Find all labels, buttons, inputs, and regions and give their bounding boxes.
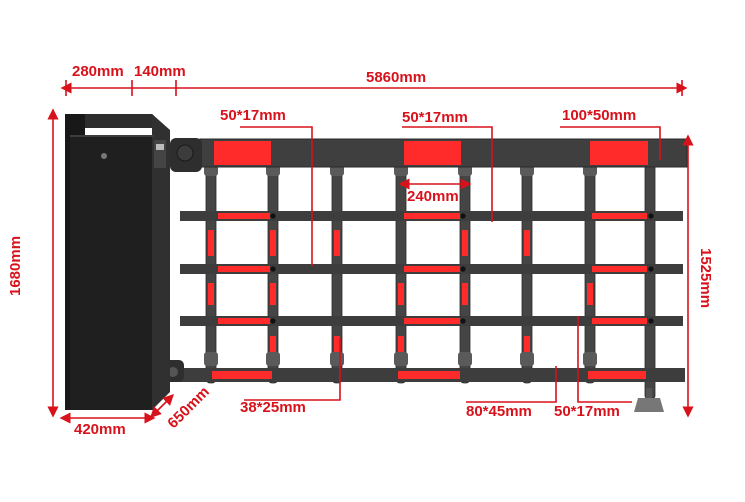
top-bar-2-dimension: 50*17mm: [402, 109, 468, 126]
top-bar-1-dimension: 50*17mm: [220, 107, 286, 124]
bottom-beam-dimension: 80*45mm: [466, 403, 532, 420]
barrier-height-dimension: 1525mm: [697, 248, 714, 309]
barrier-frame: [162, 138, 688, 412]
total-length-dimension: 5860mm: [366, 69, 427, 86]
cabinet-height-dimension: 1680mm: [7, 235, 24, 296]
bolt-dots: [270, 213, 654, 324]
dimension-lines: [47, 80, 694, 424]
spacing-dimension: 240mm: [407, 188, 459, 205]
bar-red-stripes: [212, 213, 647, 379]
cabinet-width-dimension: 420mm: [74, 421, 126, 438]
post-red-marks: [208, 230, 593, 358]
cabinet-top-right-dimension: 140mm: [134, 63, 186, 80]
main-beam-dimension: 100*50mm: [562, 107, 637, 124]
horizontal-bars: [178, 211, 685, 382]
gate-cabinet: [65, 114, 170, 410]
support-foot: [634, 388, 664, 412]
cabinet-top-left-dimension: 280mm: [72, 63, 124, 80]
beam-mount: [170, 138, 202, 172]
bottom-right-bar-dimension: 50*17mm: [554, 403, 620, 420]
bottom-bar-dimension: 38*25mm: [240, 399, 306, 416]
main-top-beam: [199, 138, 688, 168]
